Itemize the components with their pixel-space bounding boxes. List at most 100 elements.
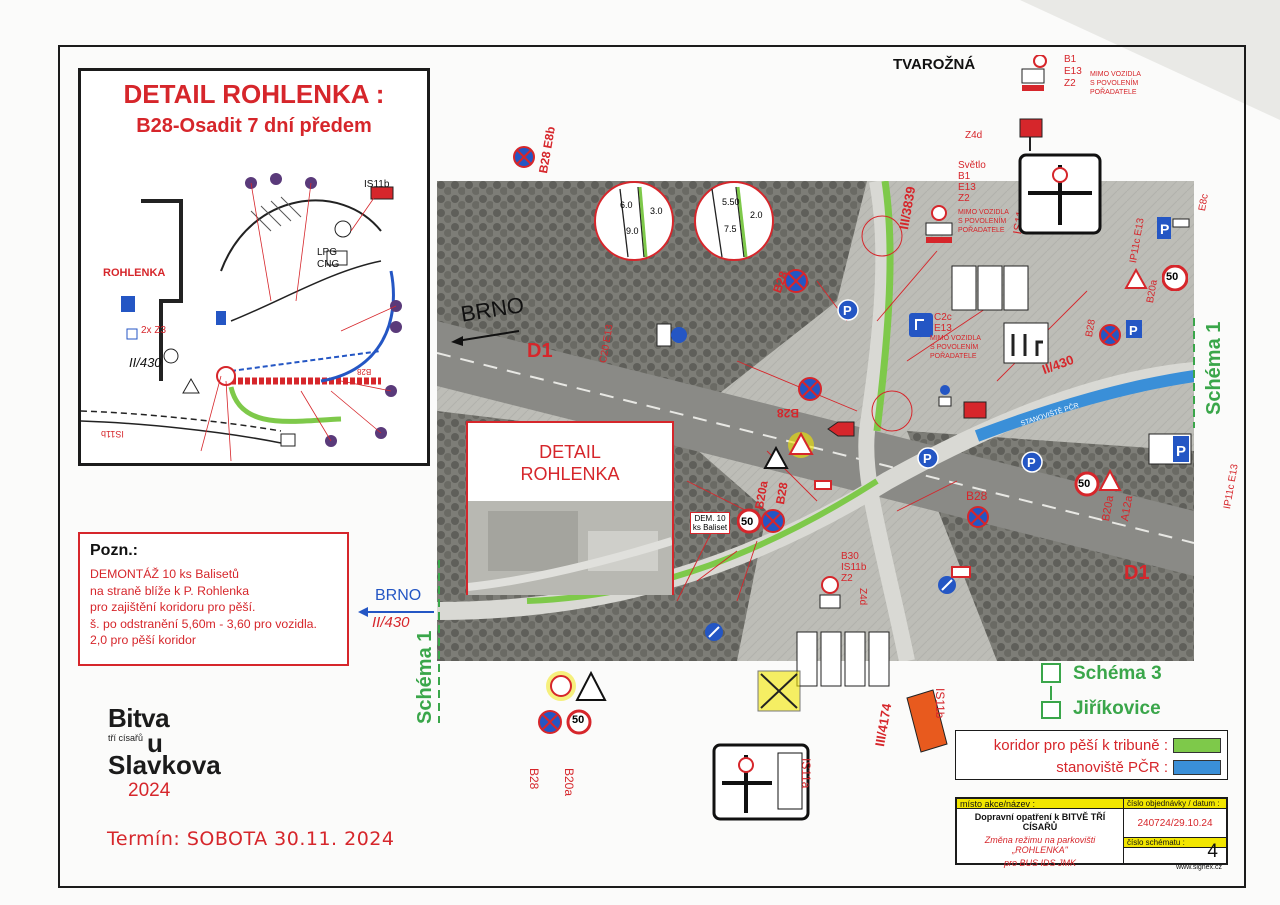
keep-left-sign-icon [909, 313, 933, 337]
lane-signs-bottom-icon [796, 631, 890, 687]
label-z4d-mid: Z4d [857, 588, 868, 606]
label-b1-e13-z2-top: B1 E13 Z2 [1064, 54, 1082, 89]
label-mimo-vozidla-low: MIMO VOZIDLA S POVOLENÍM POŘADATELE [930, 335, 981, 360]
road-ii430-left: II/430 [372, 614, 410, 631]
drawing-frame [58, 45, 1246, 888]
parking-sign-right-icon: P [1148, 433, 1192, 465]
label-b28-b: B28 [776, 406, 799, 420]
speed-limit-sign-top-icon [1162, 265, 1188, 291]
inset-detail-drawing [81, 173, 402, 462]
speed-limit-mid-value: 50 [741, 516, 754, 528]
legend-police-label: stanoviště PČR : [1056, 758, 1168, 776]
no-stopping-speed-bottom-icon [538, 709, 592, 735]
label-b20a-bottom: B20a [562, 768, 576, 797]
parking-glyph: P [1129, 323, 1138, 338]
parking-glyph: P [923, 451, 932, 466]
no-stopping-sign-3-icon [798, 377, 822, 401]
no-stopping-sign-4-icon [1099, 324, 1121, 346]
no-stopping-sign-icon [513, 146, 535, 168]
detail-callout-line2: ROHLENKA [520, 464, 620, 484]
label-b28-d: B28 [966, 489, 988, 503]
motorway-d1-right: D1 [1124, 562, 1150, 584]
logo-year: 2024 [128, 780, 171, 801]
title-block: místo akce/název : Dopravní opatření k B… [955, 797, 1228, 868]
inset-cng-label: CNG [317, 259, 340, 270]
no-stopping-sign-2-icon [784, 269, 808, 293]
schema1-right-label: Schéma 1 [1203, 321, 1225, 415]
logo-bitva: Bitva [108, 703, 170, 733]
parking-sign-mid-icon: P [1126, 320, 1142, 338]
legend-row-police: stanoviště PČR : [1056, 757, 1221, 777]
legend-pedestrian-label: koridor pro pěší k tribuně : [993, 736, 1168, 754]
zoom2-width-c: 7.5 [724, 224, 737, 234]
speed-no-stopping-signs-icon [737, 508, 785, 534]
inset-subtitle: B28-Osadit 7 dní předem [136, 115, 372, 137]
parking-glyph: P [1160, 221, 1169, 237]
parking-circle-1-icon: P [837, 299, 859, 321]
warning-signs-bottom-icon [546, 670, 607, 701]
inset-location-rohlenka: ROHLENKA [103, 267, 166, 279]
barrier-light-sign-icon [1019, 118, 1043, 151]
parking-glyph: P [1027, 455, 1036, 470]
logo-u: u [147, 728, 163, 758]
label-b28-bottom: B28 [527, 768, 541, 790]
no-pedestrian-sign-icon [819, 576, 841, 609]
barrier-bottom-icon [951, 566, 971, 578]
inset-b28-label: B28 [357, 367, 372, 376]
police-station-area [974, 370, 1194, 442]
lane-direction-signs-icon [951, 265, 1029, 311]
tb-place-line3: pro BUS IDS JMK [1003, 858, 1077, 868]
legend-row-pedestrian: koridor pro pěší k tribuně : [994, 735, 1221, 755]
warning-triangle-sign-top-icon [1124, 268, 1148, 289]
no-stopping-sign-5-icon [967, 506, 989, 528]
bitva-logo: Bitva tří císařů u Slavkova 2024 [108, 705, 221, 802]
detour-sign-bottom-icon [712, 743, 810, 821]
speed-limit-top-value: 50 [1166, 271, 1179, 283]
width-zoom-details [594, 181, 774, 261]
website-label: www.signex.cz [1176, 864, 1222, 871]
label-z4d-top: Z4d [965, 130, 983, 141]
inset-is11b-bottom-label: IS11b [101, 429, 124, 439]
tb-schema-value: 4 [1123, 837, 1227, 864]
arrow-brno-left-icon [358, 607, 434, 617]
detail-rohlenka-inset: DETAIL ROHLENKA : B28-Osadit 7 dní přede… [78, 68, 430, 466]
inset-lpg-label: LPG [317, 247, 338, 258]
zoom1-width-a: 6.0 [620, 200, 633, 210]
keep-right-small-icon [705, 623, 723, 641]
legend-pedestrian-swatch [1173, 737, 1221, 753]
note-line-1: DEMONTÁŽ 10 ks Balisetů [90, 567, 239, 581]
zoom1-width-c: 9.0 [626, 226, 639, 236]
parking-circle-2-icon: P [917, 447, 939, 469]
pedestrian-corridor-north [873, 181, 894, 432]
pedestrian-corridor-west [526, 478, 879, 604]
note-box: Pozn.: DEMONTÁŽ 10 ks Balisetů na straně… [78, 532, 349, 666]
tb-place-cell: Dopravní opatření k BITVĚ TŘÍ CÍSAŘŮ Změ… [956, 808, 1124, 868]
speed-warning-signs-right-icon [1074, 468, 1122, 497]
note-line-5: 2,0 pro pěší koridor [90, 633, 196, 647]
label-is11b-bottom: IS11b [933, 688, 947, 719]
dem-baliset-label: DEM. 10 ks Baliset [690, 512, 730, 534]
parking-circle-3-icon: P [1021, 451, 1043, 473]
legend-police-swatch [1173, 759, 1221, 775]
detail-callout-photo [468, 501, 672, 595]
note-title: Pozn.: [90, 542, 138, 559]
label-mimo-vozidla-mid: MIMO VOZIDLA S POVOLENÍM POŘADATELE [958, 209, 1009, 234]
note-line-4: š. po odstranění 5,60m - 3,60 pro vozidl… [90, 616, 317, 631]
closure-sign-mid-icon [925, 205, 953, 243]
label-mimo-vozidla-top: MIMO VOZIDLA S POVOLENÍM POŘADATELE [1090, 71, 1141, 96]
vehicle-sign-icon [963, 401, 987, 419]
detour-direction-sign-icon [1018, 153, 1102, 235]
pedestrian-sign-icon [938, 385, 952, 407]
place-tvarozna: TVAROŽNÁ [893, 56, 976, 73]
label-b30-is11b-z2: B30 IS11b Z2 [841, 551, 867, 584]
lane-arrows-sign-icon [1003, 322, 1049, 364]
label-svetlo-b1-e13-z2: Světlo B1 E13 Z2 [958, 160, 986, 204]
note-line-3: pro zajištění koridoru pro pěší. [90, 600, 256, 614]
note-line-2: na straně blíže k P. Rohlenka [90, 583, 250, 598]
motorway-d1-left: D1 [527, 340, 553, 362]
zoom2-width-b: 2.0 [750, 210, 763, 220]
tb-place-line1: Dopravní opatření k BITVĚ TŘÍ CÍSAŘŮ [974, 812, 1106, 832]
schema3-label: Schéma 3 [1073, 663, 1162, 684]
warning-triangle-sign-mid-icon [788, 431, 814, 458]
